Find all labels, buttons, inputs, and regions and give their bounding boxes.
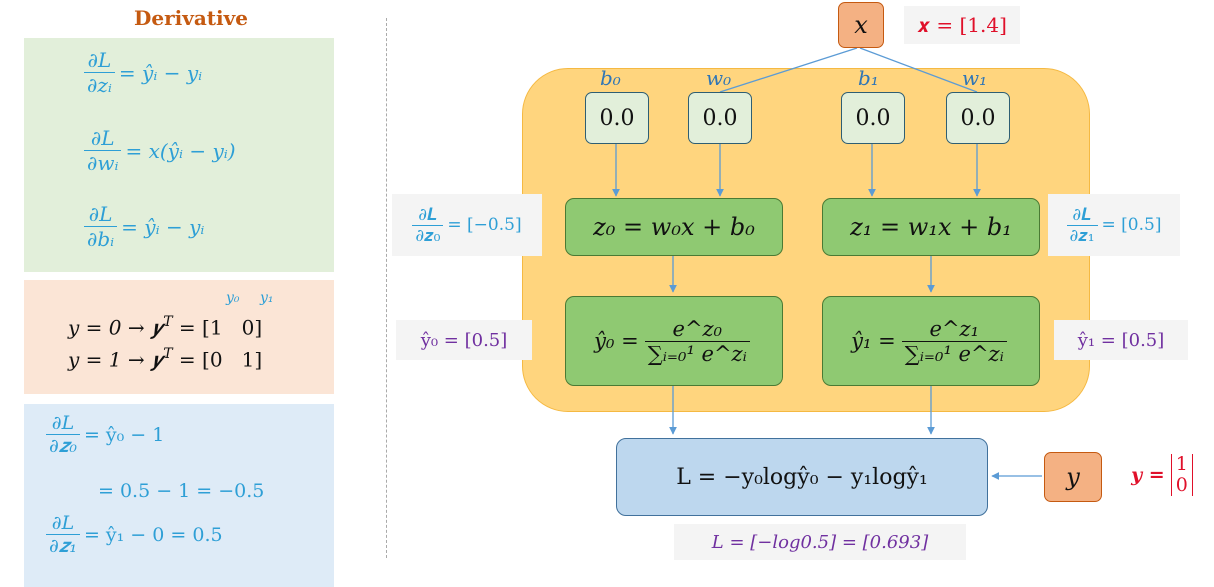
y-input-node: y: [1044, 452, 1102, 502]
one-hot-panel: y₀ y₁ y = 0 → 𝒚T = [1 0] y = 1 → 𝒚T = [0…: [24, 280, 334, 394]
x-to-w0-line: [719, 47, 858, 93]
b1-value-box: 0.0: [841, 92, 905, 144]
derivative-title: Derivative: [134, 6, 248, 30]
dz0-gradient-label: ∂𝑳∂𝒛₀ = [−0.5]: [392, 194, 542, 256]
loss-node: L = −y₀logŷ₀ − y₁logŷ₁: [616, 438, 988, 516]
y-value-label: 𝒚 = 1 0: [1116, 450, 1208, 500]
header-y1: y₁: [260, 290, 274, 306]
yhat1-node: ŷ₁ = e^z₁∑ᵢ₌₀¹ e^zᵢ: [822, 296, 1040, 386]
loss-value-label: L = [−log0.5] = [0.693]: [674, 524, 966, 560]
yhat1-value-label: ŷ₁ = [0.5]: [1054, 320, 1188, 360]
z0-node: z₀ = w₀x + b₀: [565, 198, 783, 256]
derivative-general-panel: ∂L∂zᵢ = ŷᵢ − yᵢ ∂L∂wᵢ = x(ŷᵢ − yᵢ) ∂L∂bᵢ…: [24, 38, 334, 272]
z1-node: z₁ = w₁x + b₁: [822, 198, 1040, 256]
example-derivative-panel: ∂L∂𝒛₀ = ŷ₀ − 1 = 0.5 − 1 = −0.5 ∂L∂𝒛₁ = …: [24, 404, 334, 587]
header-y0: y₀: [226, 290, 240, 306]
one-hot-line-0: y = 0 → 𝒚T = [1 0]: [68, 314, 263, 340]
yhat0-value-label: ŷ₀ = [0.5]: [396, 320, 532, 360]
x-input-node: x: [838, 2, 884, 48]
divider: [386, 18, 387, 558]
x-value-label: 𝒙 = [1.4]: [904, 6, 1020, 44]
w0-value-box: 0.0: [688, 92, 752, 144]
dl-dz-equation: ∂L∂zᵢ = ŷᵢ − yᵢ: [84, 48, 202, 97]
b1-label: b₁: [858, 66, 879, 90]
yhat0-node: ŷ₀ = e^z₀∑ᵢ₌₀¹ e^zᵢ: [565, 296, 783, 386]
one-hot-line-1: y = 1 → 𝒚T = [0 1]: [68, 346, 263, 372]
x-to-w1-line: [859, 47, 978, 93]
dl-dz0-continuation: = 0.5 − 1 = −0.5: [98, 480, 265, 502]
y-vector-bottom: 0: [1175, 474, 1188, 496]
w0-label: w₀: [706, 66, 732, 90]
w1-value-box: 0.0: [946, 92, 1010, 144]
dl-dw-equation: ∂L∂wᵢ = x(ŷᵢ − yᵢ): [84, 126, 236, 175]
dl-dz1-equation: ∂L∂𝒛₁ = ŷ₁ − 0 = 0.5: [46, 512, 223, 557]
b0-value-box: 0.0: [585, 92, 649, 144]
y-vector-top: 1: [1175, 453, 1188, 476]
dz1-gradient-label: ∂𝑳∂𝒛₁ = [0.5]: [1048, 194, 1180, 256]
dl-db-equation: ∂L∂bᵢ = ŷᵢ − yᵢ: [84, 202, 204, 251]
dl-dz0-equation: ∂L∂𝒛₀ = ŷ₀ − 1: [46, 412, 164, 457]
w1-label: w₁: [962, 66, 988, 90]
b0-label: b₀: [600, 66, 621, 90]
